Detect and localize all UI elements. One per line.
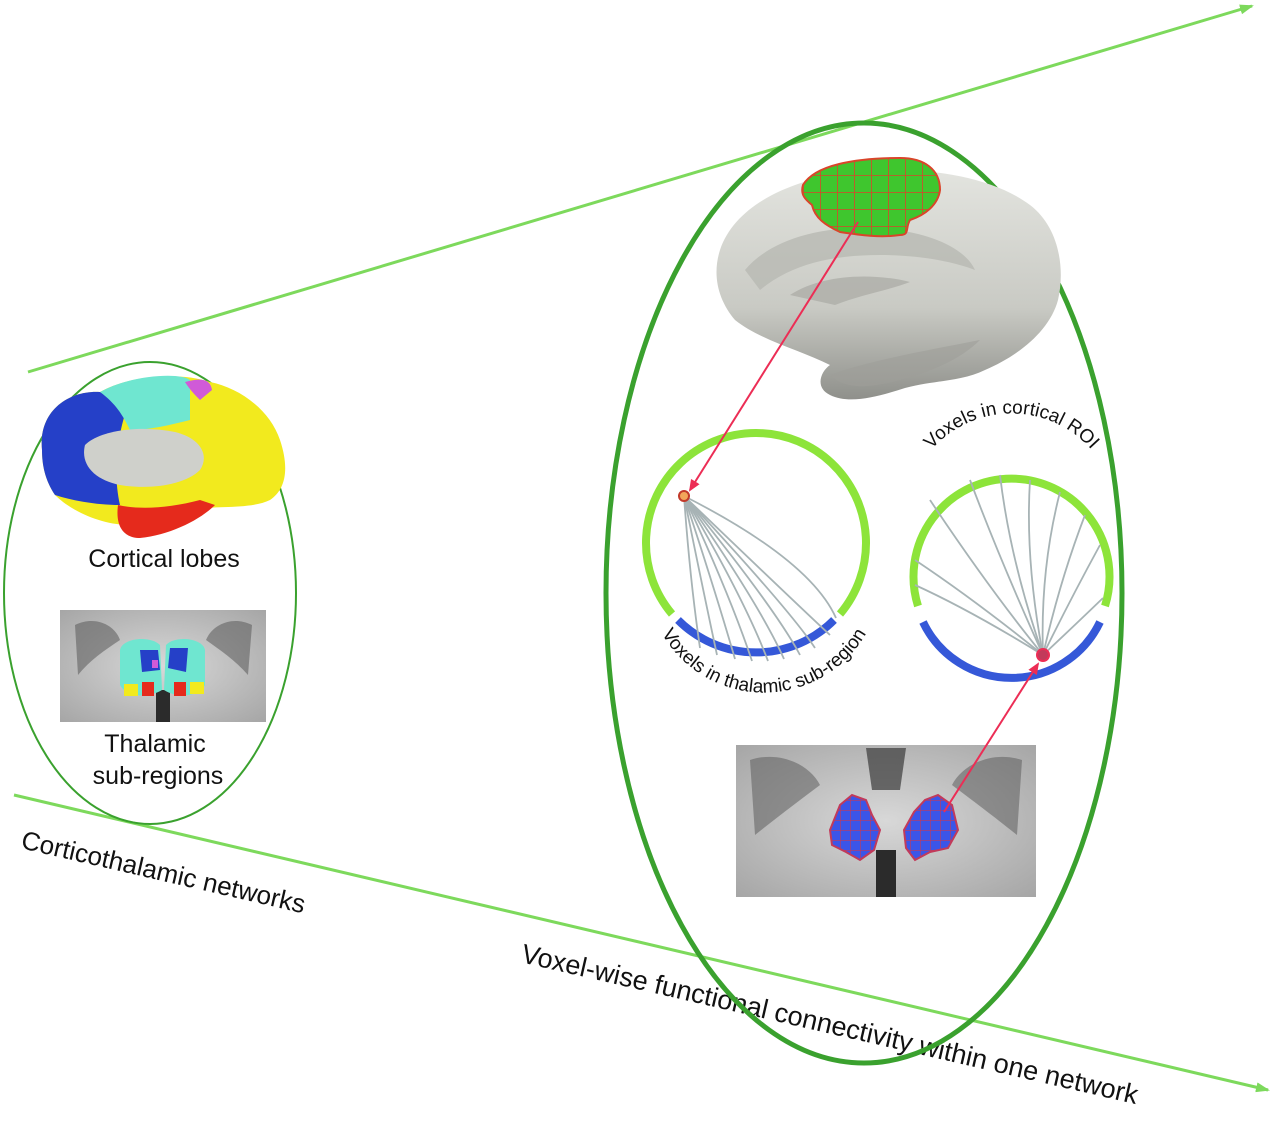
thalamus-voxel-mri: [736, 745, 1036, 897]
cortical-roi-grid: [801, 156, 942, 238]
network-ellipse-small: [3, 361, 297, 825]
thalamic-label-line1: Thalamic: [104, 730, 205, 758]
cortical-lobes-label: Cortical lobes: [88, 545, 239, 573]
corticothalamic-networks-label: Corticothalamic networks: [19, 825, 309, 920]
thalamus-to-ring-arrow: [943, 662, 1040, 813]
cortical-lobes-brain: [41, 375, 286, 538]
network-ellipse-large: [603, 120, 1125, 1066]
cortical-arc-label: Voxels in cortical ROI: [920, 397, 1103, 453]
thalamic-label-line2: sub-regions: [93, 762, 224, 790]
voxelwise-connectivity-label: Voxel-wise functional connectivity withi…: [519, 939, 1142, 1110]
cortical-connectivity-ring: [909, 474, 1114, 682]
thalamic-subregions-mri: [60, 610, 266, 722]
upper-perspective-line: [27, 4, 1254, 374]
thalamic-connectivity-ring: [642, 428, 870, 662]
thalamic-arc-label: Voxels in thalamic sub-region: [657, 625, 870, 698]
roi-to-ring-arrow: [688, 221, 859, 492]
lower-perspective-line: [13, 793, 1270, 1093]
